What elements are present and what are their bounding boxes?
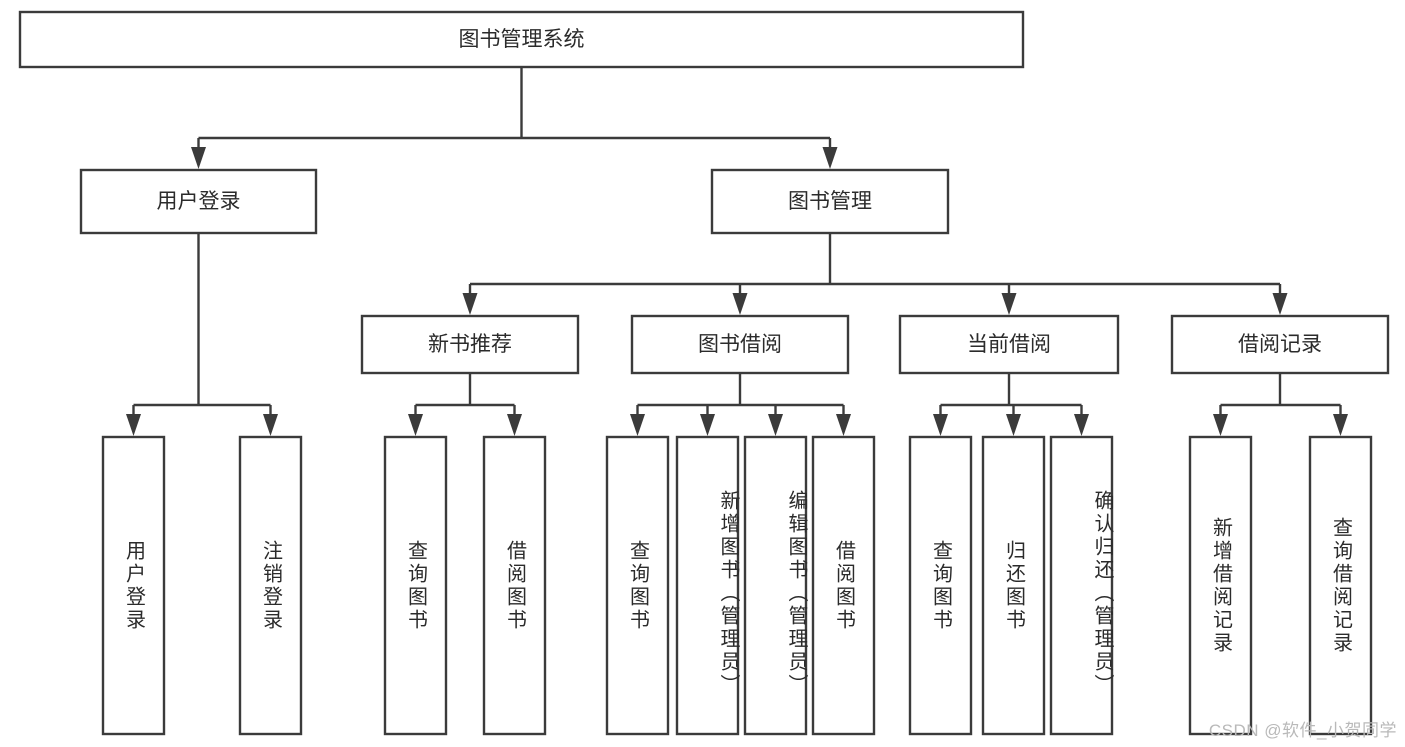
- node-box-leaf-borrow-book-1[interactable]: [482, 435, 547, 736]
- arrow-head-icon: [768, 414, 783, 436]
- csdn-watermark: CSDN @软件_小贺同学: [1208, 721, 1397, 740]
- arrow-head-icon: [822, 147, 838, 169]
- node-box-current-borrow[interactable]: [898, 314, 1120, 375]
- arrow-head-icon: [126, 414, 141, 436]
- node-box-leaf-edit-book[interactable]: [743, 435, 808, 736]
- arrow-head-icon: [630, 414, 645, 436]
- arrow-head-icon: [836, 414, 851, 436]
- arrow-head-icon: [507, 414, 522, 436]
- node-box-leaf-user-login[interactable]: [101, 435, 166, 736]
- node-box-leaf-add-record[interactable]: [1188, 435, 1253, 736]
- arrow-head-icon: [1074, 414, 1089, 436]
- node-label-book-manage: 图书管理: [788, 190, 872, 213]
- arrow-head-icon: [408, 414, 423, 436]
- node-box-borrow-record[interactable]: [1170, 314, 1390, 375]
- arrow-head-icon: [1001, 293, 1017, 315]
- node-box-leaf-confirm-return[interactable]: [1049, 435, 1114, 736]
- node-box-leaf-query-book-2[interactable]: [605, 435, 670, 736]
- arrow-head-icon: [263, 414, 278, 436]
- arrow-head-icon: [732, 293, 748, 315]
- arrow-head-icon: [462, 293, 478, 315]
- arrow-head-icon: [1272, 293, 1288, 315]
- arrow-head-icon: [191, 147, 206, 169]
- node-box-leaf-return-book[interactable]: [981, 435, 1046, 736]
- node-label-user-login: 用户登录: [157, 190, 241, 213]
- node-box-book-borrow[interactable]: [630, 314, 850, 375]
- node-box-leaf-logout[interactable]: [238, 435, 303, 736]
- node-box-root[interactable]: [18, 10, 1025, 69]
- node-box-leaf-query-record[interactable]: [1308, 435, 1373, 736]
- arrow-head-icon: [1333, 414, 1348, 436]
- arrow-head-icon: [933, 414, 948, 436]
- node-box-user-login[interactable]: [79, 168, 318, 235]
- node-box-book-manage[interactable]: [710, 168, 950, 235]
- node-box-leaf-borrow-book-2[interactable]: [811, 435, 876, 736]
- node-label-new-book-rec: 新书推荐: [428, 333, 512, 356]
- node-boxes-layer: [18, 10, 1390, 736]
- node-box-leaf-query-book-3[interactable]: [908, 435, 973, 736]
- node-label-book-borrow: 图书借阅: [698, 333, 782, 356]
- connector-edges-layer: [126, 67, 1348, 436]
- arrow-head-icon: [1006, 414, 1021, 436]
- node-box-leaf-add-book[interactable]: [675, 435, 740, 736]
- node-label-borrow-record: 借阅记录: [1238, 333, 1322, 356]
- node-box-leaf-query-book-1[interactable]: [383, 435, 448, 736]
- arrow-head-icon: [1213, 414, 1228, 436]
- node-box-new-book-rec[interactable]: [360, 314, 580, 375]
- arrow-head-icon: [700, 414, 715, 436]
- node-label-root: 图书管理系统: [459, 28, 585, 51]
- node-label-current-borrow: 当前借阅: [967, 333, 1051, 356]
